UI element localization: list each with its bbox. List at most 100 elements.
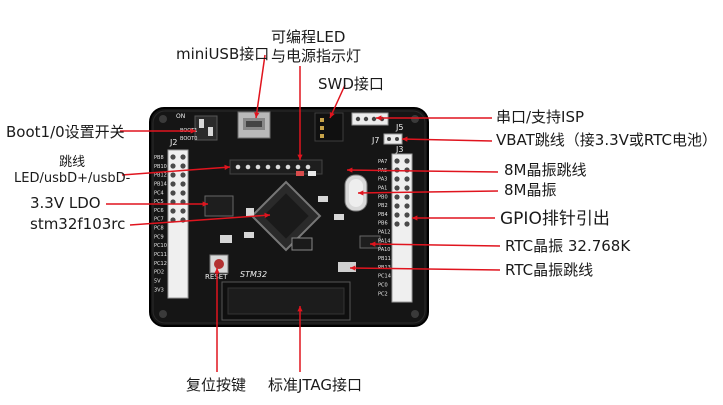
callout-line	[357, 190, 499, 194]
header-pin	[170, 163, 176, 169]
callout-line	[401, 138, 493, 142]
pin-label: PC11	[154, 252, 167, 258]
label-jumper-usb-line2: LED/usbD+/usbD-	[14, 171, 131, 186]
pin-label: PD2	[154, 270, 164, 276]
silk-boot0: BOOT0	[180, 136, 197, 142]
label-xtal8m: 8M晶振	[504, 181, 557, 199]
pin-label: PC8	[154, 226, 164, 232]
label-jumper-usb: 跳线 LED/usbD+/usbD-	[14, 155, 130, 187]
callout-arrowhead	[297, 306, 303, 312]
header-j2: PB8PB10PB12PB14PC4PC5PC6PC7PC8PC9PC10PC1…	[154, 149, 189, 299]
header-pin	[170, 154, 176, 160]
pin-label: PA14	[378, 238, 390, 244]
header-pin	[404, 212, 410, 218]
callout-line	[255, 54, 266, 119]
pin-label: PB14	[154, 181, 167, 187]
pin-label: PC0	[378, 282, 388, 288]
label-led: 可编程LED 与电源指示灯	[271, 28, 361, 66]
header-pin	[394, 194, 400, 200]
rtc-jumper	[338, 262, 356, 272]
smd-component	[334, 214, 344, 220]
callout-arrowhead	[224, 164, 230, 171]
header-pin	[170, 208, 176, 214]
header-pin	[394, 212, 400, 218]
pin-label: PC12	[154, 261, 167, 267]
callout-arrowhead	[190, 128, 196, 134]
pin-label: PC9	[154, 234, 164, 240]
callout-arrowhead	[202, 201, 208, 207]
header-body	[391, 153, 413, 303]
label-reset: 复位按键	[186, 376, 247, 394]
mcu-chip	[250, 180, 322, 252]
header-pin	[404, 221, 410, 227]
pin-label: PC10	[154, 243, 167, 249]
callout-arrowhead	[297, 154, 303, 160]
callout-line	[346, 169, 499, 173]
pin-label: PB10	[154, 164, 167, 170]
header-pin	[170, 172, 176, 178]
mount-hole	[159, 310, 167, 318]
callout-arrows	[106, 54, 501, 372]
crystal-rtc	[359, 235, 381, 249]
silk-j5: J5	[395, 123, 403, 132]
reset-button	[209, 254, 229, 274]
callout-line	[349, 267, 501, 271]
label-led-line2: 与电源指示灯	[271, 47, 362, 65]
pin-label: PC4	[154, 190, 164, 196]
smd-component	[318, 196, 328, 202]
callout-arrowhead	[254, 112, 260, 118]
mount-hole	[411, 115, 419, 123]
header-body	[167, 149, 189, 299]
label-mcu: stm32f103rc	[30, 215, 126, 233]
mount-hole	[411, 310, 419, 318]
smd-component	[220, 235, 232, 243]
pin-label: PC5	[154, 199, 164, 205]
pin-label: PA1	[378, 185, 387, 191]
label-xtal8m-jumper: 8M晶振跳线	[504, 161, 587, 179]
callout-line	[369, 243, 501, 247]
ldo-regulator	[204, 195, 234, 217]
pin-label: PB12	[154, 173, 167, 179]
swd-connector	[314, 112, 344, 142]
header-pin	[180, 172, 186, 178]
label-ldo: 3.3V LDO	[30, 194, 101, 212]
header-pin	[394, 203, 400, 209]
vbat-jumper	[383, 133, 403, 145]
pin-label: PB0	[378, 194, 388, 200]
callout-arrowhead	[376, 115, 382, 121]
callout-arrowhead	[370, 241, 376, 247]
header-pin	[404, 185, 410, 191]
header-pin	[180, 190, 186, 196]
pin-label: PB2	[378, 203, 388, 209]
miniusb-connector	[237, 111, 271, 139]
pin-label: 5V	[154, 278, 161, 284]
silk-j3: J3	[395, 145, 403, 154]
header-pin	[180, 208, 186, 214]
label-vbat: VBAT跳线（接3.3V或RTC电池）	[496, 131, 718, 149]
pin-label: PC7	[154, 217, 164, 223]
pin-label: PA7	[378, 159, 387, 165]
silk-stm32: STM32	[240, 270, 267, 279]
header-pin	[404, 203, 410, 209]
silk-j7: J7	[371, 136, 379, 145]
callout-arrowhead	[264, 212, 270, 218]
callout-line	[329, 84, 346, 119]
mount-hole	[159, 115, 167, 123]
callout-arrowhead	[358, 190, 364, 196]
header-pin	[180, 163, 186, 169]
label-jumper-usb-line1: 跳线	[59, 155, 86, 170]
header-pin	[170, 181, 176, 187]
label-rtc: RTC晶振 32.768K	[505, 237, 631, 255]
silk-j2: J2	[169, 138, 177, 147]
header-pin	[394, 221, 400, 227]
pin-label: PB11	[378, 256, 391, 262]
led-usb-jumpers	[229, 159, 323, 175]
boot-switch	[194, 115, 218, 141]
pin-label: PC2	[378, 291, 388, 297]
callout-arrowhead	[214, 268, 220, 274]
pcb-board-highlight	[152, 110, 426, 324]
callout-arrowhead	[329, 112, 335, 118]
pin-label: PA12	[378, 230, 390, 236]
callout-line	[121, 166, 231, 176]
label-swd: SWD接口	[318, 75, 384, 93]
